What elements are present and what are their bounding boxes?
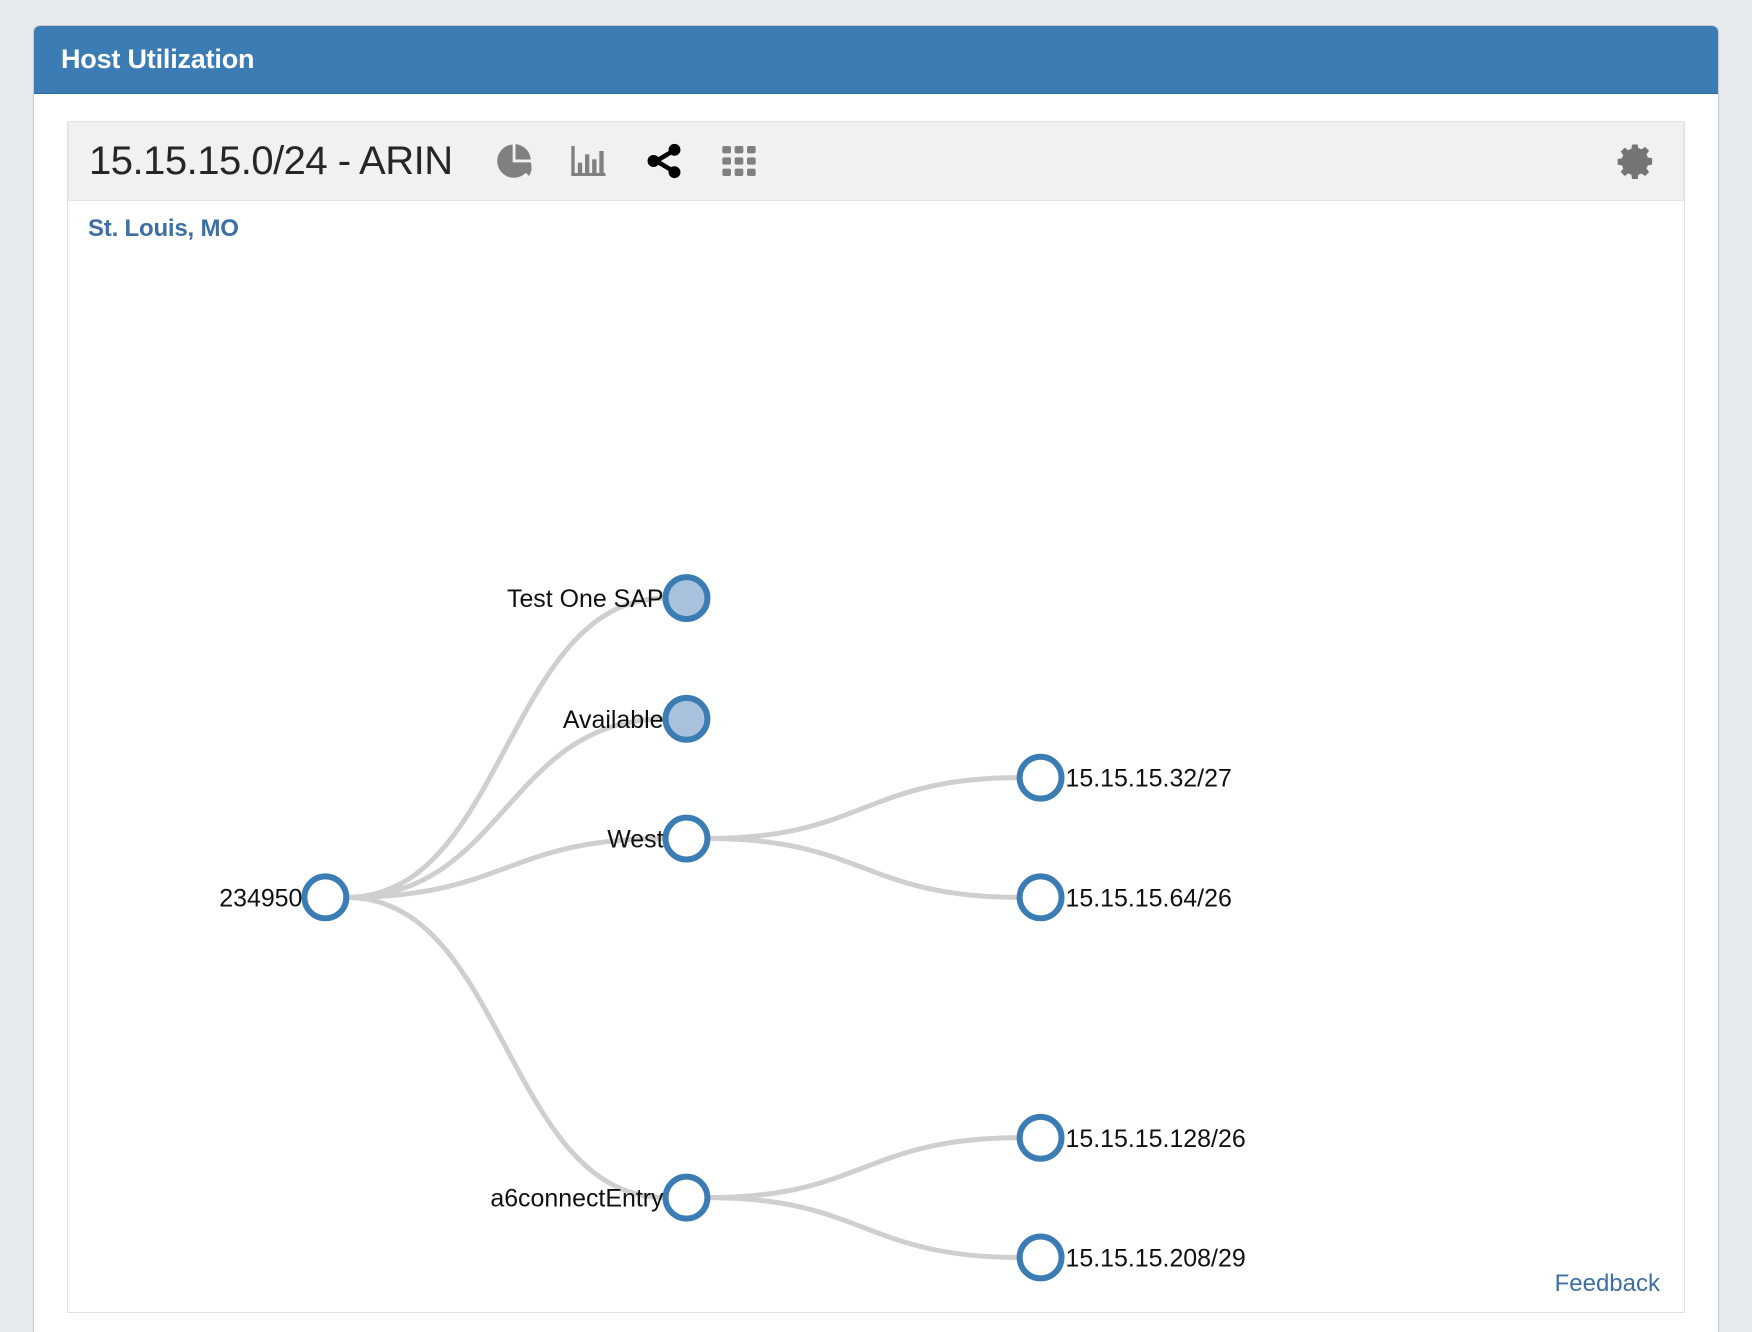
tree-node-circle[interactable] [662,694,711,743]
tree-node[interactable]: 234950 [219,873,350,922]
tree-node[interactable]: 15.15.15.32/27 [1016,753,1232,802]
tree-node-circle[interactable] [1016,753,1065,802]
host-utilization-panel: Host Utilization 15.15.15.0/24 - ARIN [33,25,1719,1332]
tree-link [346,836,666,900]
tree-node-label: 15.15.15.64/26 [1066,884,1232,912]
pie-chart-icon[interactable] [493,140,535,182]
tree-node-circle[interactable] [301,873,350,922]
tree-node-circle[interactable] [1016,1113,1065,1162]
tree-node-circle[interactable] [1016,1233,1065,1282]
tree-node-label: 15.15.15.128/26 [1066,1125,1246,1153]
tree-link [707,1195,1020,1260]
tree-node-label: Test One SAP [507,585,664,613]
panel-body: 15.15.15.0/24 - ARIN [34,94,1718,1332]
tree-link [707,836,1020,900]
grid-icon[interactable] [718,140,760,182]
tree-node-circle[interactable] [662,1173,711,1222]
tree-node[interactable]: West [607,814,711,863]
tree-node-label: West [607,825,663,853]
tree-node[interactable]: Test One SAP [507,574,711,623]
tree-node[interactable]: 15.15.15.64/26 [1016,873,1232,922]
feedback-link[interactable]: Feedback [1554,1270,1660,1297]
page-title: Host Utilization [61,44,255,74]
tree-node-circle[interactable] [662,814,711,863]
tree-node[interactable]: a6connectEntry [490,1173,711,1222]
widget-title: 15.15.15.0/24 - ARIN [89,138,453,183]
tree-node-label: a6connectEntry [490,1185,664,1213]
tree-link [346,716,666,900]
panel-header: Host Utilization [34,26,1718,94]
widget-toolbar: 15.15.15.0/24 - ARIN [68,121,1684,201]
tree-link [707,775,1020,842]
tree-node[interactable]: Available [563,694,711,743]
view-mode-icons [493,140,760,182]
network-widget: 15.15.15.0/24 - ARIN [67,121,1685,1313]
tree-link [346,894,666,1201]
widget-subtitle-location: St. Louis, MO [88,215,239,242]
gear-icon[interactable] [1615,140,1657,182]
tree-node-circle[interactable] [662,574,711,623]
tree-node-circle[interactable] [1016,873,1065,922]
tree-link [707,1135,1020,1201]
tree-links-group [346,595,1020,1260]
tree-node[interactable]: 15.15.15.128/26 [1016,1113,1246,1162]
share-tree-icon[interactable] [643,140,685,182]
tree-node-label: 15.15.15.32/27 [1066,765,1232,793]
bar-chart-icon[interactable] [568,140,610,182]
tree-node[interactable]: 15.15.15.208/29 [1016,1233,1246,1282]
tree-link [346,595,666,900]
tree-node-label: Available [563,706,664,734]
tree-node-label: 15.15.15.208/29 [1066,1244,1246,1272]
tree-node-label: 234950 [219,884,302,912]
